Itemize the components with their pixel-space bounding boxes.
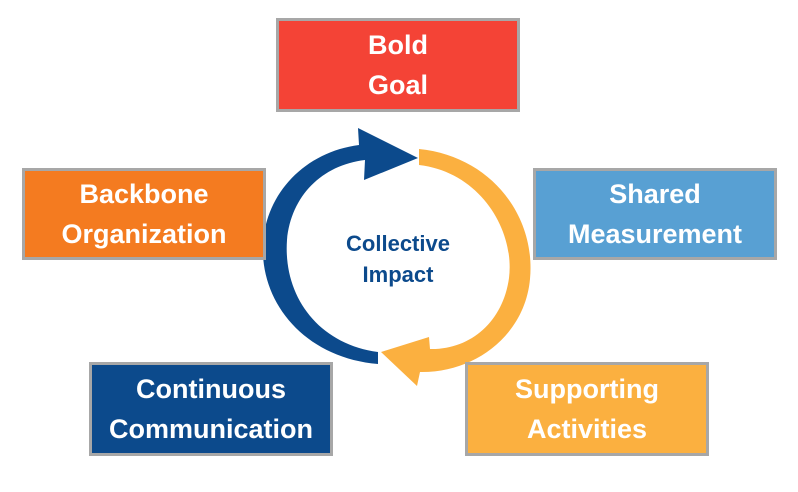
shared-line2: Measurement (567, 219, 743, 249)
orange-arc-arrow (381, 149, 531, 386)
shared-line1: Shared (609, 179, 701, 209)
bold-goal-box: Bold Goal (276, 18, 520, 112)
backbone-organization-box: Backbone Organization (22, 168, 266, 260)
collective-impact-label: Collective Impact (318, 228, 478, 290)
communication-line1: Continuous (136, 374, 286, 404)
bold-goal-line2: Goal (367, 70, 428, 100)
communication-line2: Communication (108, 414, 313, 444)
backbone-line2: Organization (61, 219, 227, 249)
blue-arc-arrow (262, 128, 418, 364)
continuous-communication-box: Continuous Communication (89, 362, 333, 456)
bold-goal-line1: Bold (368, 30, 428, 60)
center-line1: Collective (346, 231, 450, 256)
supporting-activities-box: Supporting Activities (465, 362, 709, 456)
supporting-line2: Activities (526, 414, 648, 444)
center-line2: Impact (362, 262, 434, 287)
shared-measurement-box: Shared Measurement (533, 168, 777, 260)
supporting-line1: Supporting (515, 374, 659, 404)
backbone-line1: Backbone (79, 179, 209, 209)
